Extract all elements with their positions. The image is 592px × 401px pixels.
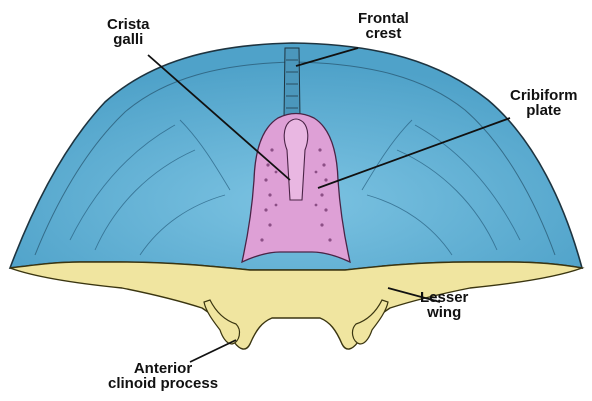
leader-anterior-clinoid-process bbox=[190, 340, 236, 362]
sphenoid-bone bbox=[10, 262, 582, 349]
label-crista-galli: Crista galli bbox=[107, 17, 150, 47]
label-cribriform-plate: Cribiform plate bbox=[510, 88, 578, 118]
label-anterior-clinoid-process: Anterior clinoid process bbox=[108, 361, 218, 391]
frontal-crest-ridge bbox=[284, 48, 300, 118]
label-lesser-wing: Lesser wing bbox=[420, 290, 468, 320]
label-frontal-crest: Frontal crest bbox=[358, 11, 409, 41]
